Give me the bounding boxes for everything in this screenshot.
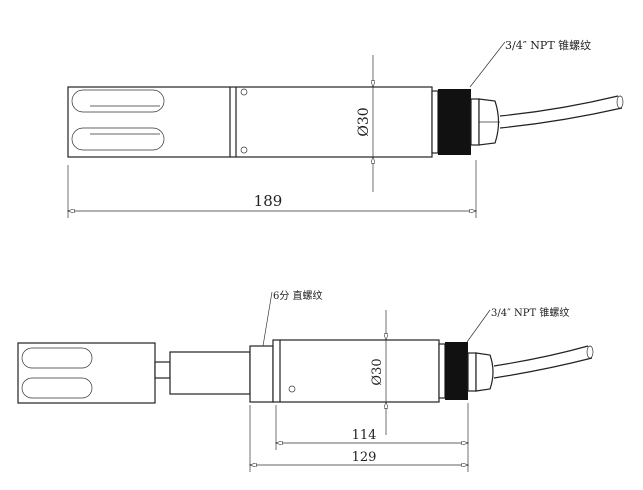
screw-icon: [240, 146, 248, 154]
body-length-dim-label: 114: [352, 428, 377, 443]
total-length-dim-label: 129: [352, 450, 377, 465]
vent-slot: [71, 127, 165, 151]
screw-icon: [288, 385, 296, 393]
diameter-dim-label: Ø30: [370, 358, 385, 385]
bottom-view: Ø30 114 129 6分 直螺纹 3/4″ NPT 锥螺纹: [17, 289, 594, 472]
length-dim-label: 189: [254, 192, 283, 210]
screw-icon: [240, 88, 248, 96]
npt-thread: [445, 342, 468, 400]
thread-label: 3/4″ NPT 锥螺纹: [491, 306, 569, 319]
vent-slot: [21, 347, 93, 369]
vent-slot: [21, 377, 93, 399]
probe-head: [17, 342, 156, 404]
thread-label: 3/4″ NPT 锥螺纹: [505, 38, 591, 52]
probe-body: [272, 339, 440, 403]
straight-thread-label: 6分 直螺纹: [273, 289, 323, 302]
diameter-dim-label: Ø30: [356, 107, 372, 136]
straight-thread-leader: [262, 291, 273, 347]
top-view: Ø30 189 3/4″ NPT 锥螺纹: [67, 38, 624, 218]
probe-body: [67, 86, 433, 158]
thread-leader: [469, 41, 506, 88]
vent-slot: [71, 89, 165, 113]
cable: [499, 95, 623, 129]
cable: [493, 345, 593, 379]
cable-gland: [470, 98, 480, 146]
cable-gland: [467, 352, 477, 392]
straight-thread-nut: [249, 345, 274, 403]
npt-thread: [438, 89, 471, 155]
thread-leader: [466, 309, 491, 343]
probe-stem: [169, 351, 251, 395]
